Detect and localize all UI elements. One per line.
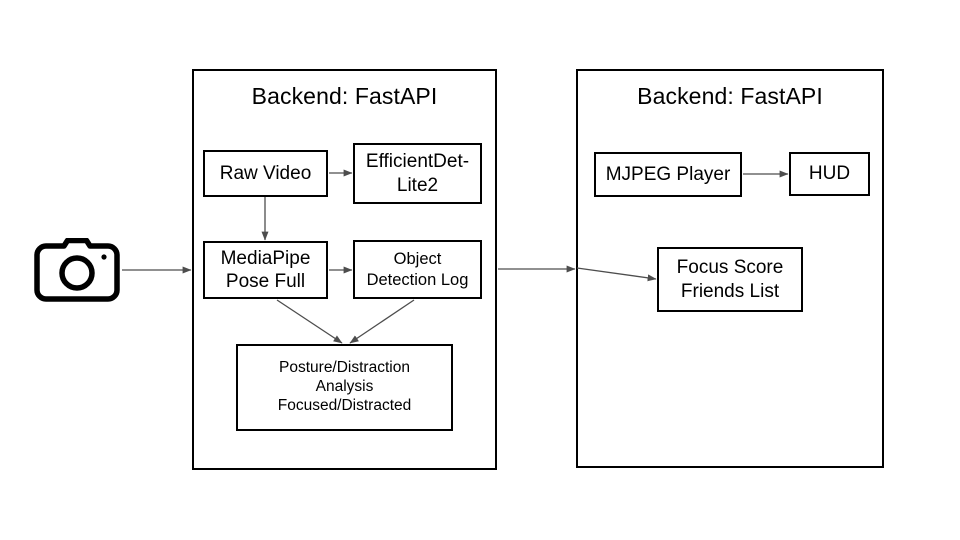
container-backend-left-title: Backend: FastAPI: [251, 83, 438, 109]
node-focus-score-friends-list-label: Focus Score Friends List: [676, 257, 784, 302]
node-raw-video[interactable]: Raw Video: [203, 150, 328, 197]
node-hud-label: HUD: [808, 163, 851, 185]
node-mediapipe-pose-full[interactable]: MediaPipe Pose Full: [203, 241, 328, 299]
node-mediapipe-pose-full-label: MediaPipe Pose Full: [220, 247, 311, 292]
node-focus-score-friends-list[interactable]: Focus Score Friends List: [657, 247, 803, 312]
camera-icon: [34, 237, 120, 302]
node-posture-distraction-analysis-label: Posture/Distraction Analysis Focused/Dis…: [277, 359, 412, 414]
node-object-detection-log[interactable]: Object Detection Log: [353, 240, 482, 299]
node-object-detection-log-label: Object Detection Log: [366, 250, 469, 289]
node-mjpeg-player-label: MJPEG Player: [605, 163, 731, 185]
node-efficientdet-lite2[interactable]: EfficientDet- Lite2: [353, 143, 482, 204]
node-raw-video-label: Raw Video: [219, 162, 312, 184]
node-hud[interactable]: HUD: [789, 152, 870, 196]
container-backend-right-title: Backend: FastAPI: [637, 83, 823, 109]
node-mjpeg-player[interactable]: MJPEG Player: [594, 152, 742, 197]
node-efficientdet-lite2-label: EfficientDet- Lite2: [365, 151, 470, 196]
node-posture-distraction-analysis[interactable]: Posture/Distraction Analysis Focused/Dis…: [236, 344, 453, 431]
